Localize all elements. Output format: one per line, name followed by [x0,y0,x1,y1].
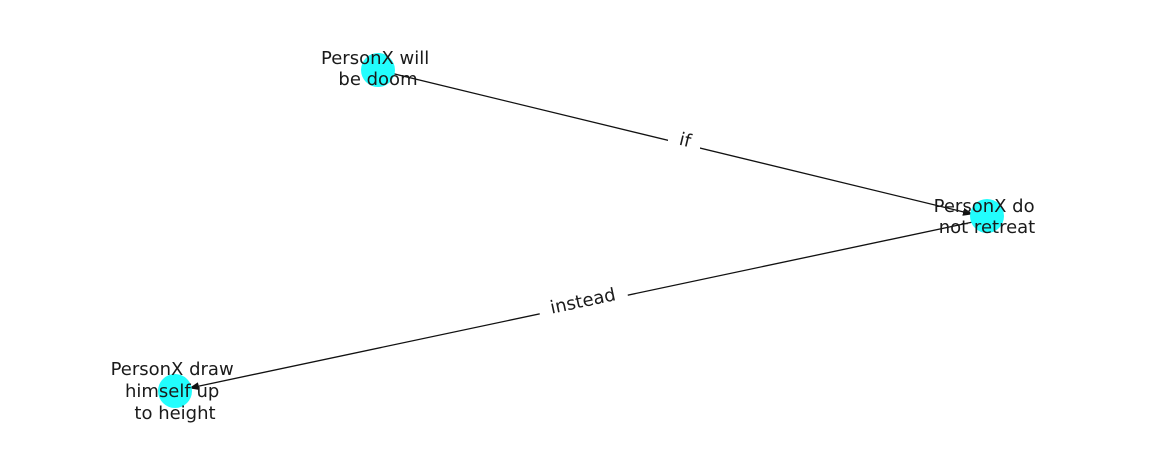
node-label-line: not retreat [939,217,1036,238]
edge-if-label-bg [668,128,700,154]
node-will-be-doom-circle [361,53,395,87]
edge-instead: instead [189,218,988,391]
node-do-not-retreat-circle [970,199,1004,233]
node-label-line: be doom [338,69,417,90]
node-label-line: PersonX will [321,48,429,69]
node-will-be-doom: PersonX will be doom [321,48,435,90]
node-do-not-retreat-label: PersonX do not retreat [934,196,1041,238]
edge-if: if [377,69,973,216]
node-label-line: PersonX draw [111,359,234,380]
edge-instead-label-bg [535,276,631,326]
node-label-line: himself up [125,381,219,402]
node-label-line: to height [134,403,215,424]
node-label-line: PersonX do [934,196,1035,217]
node-will-be-doom-label: PersonX will be doom [321,48,435,90]
node-draw-himself-label: PersonX draw himself up to height [111,359,240,424]
node-draw-himself: PersonX draw himself up to height [111,359,240,424]
node-draw-himself-circle [158,374,192,408]
node-do-not-retreat: PersonX do not retreat [934,196,1041,238]
